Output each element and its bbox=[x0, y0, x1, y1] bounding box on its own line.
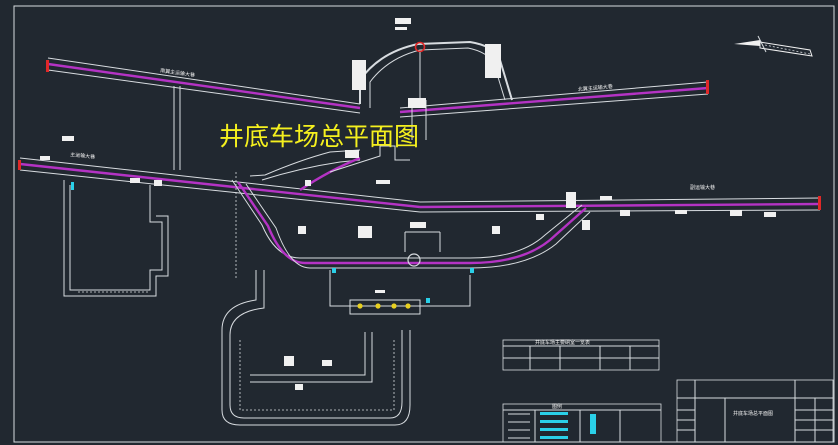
schedule-title: 井底车场主要硐室一览表 bbox=[535, 339, 590, 346]
drawing-title: 井底车场总平面图 bbox=[219, 122, 419, 151]
loading-chamber bbox=[329, 268, 474, 315]
lower-loop bbox=[231, 179, 776, 269]
main-shaft-marker bbox=[414, 41, 426, 53]
roadway-top-left bbox=[47, 57, 361, 114]
label-left-roadway: 主运输大巷 bbox=[70, 151, 96, 161]
roadway-left bbox=[18, 157, 421, 213]
roadway-top-right bbox=[399, 81, 709, 118]
secondary-shaft-marker bbox=[407, 253, 421, 267]
legend-title: 图例 bbox=[552, 403, 562, 410]
legend-table: 图例 bbox=[502, 403, 662, 443]
upper-loop bbox=[352, 18, 513, 140]
roadway-right bbox=[419, 196, 821, 213]
label-top-right-roadway: 北翼主运输大巷 bbox=[578, 83, 613, 93]
label-right-roadway: 副运输大巷 bbox=[690, 184, 715, 191]
bottom-loop bbox=[221, 270, 411, 426]
label-top-left-roadway: 南翼主运输大巷 bbox=[160, 67, 196, 79]
central-branches bbox=[249, 145, 410, 191]
north-arrow-icon bbox=[734, 35, 813, 57]
title-block: 井底车场总平面图 bbox=[676, 379, 834, 443]
chamber-schedule-table: 井底车场主要硐室一览表 bbox=[502, 339, 660, 371]
drawing-border bbox=[13, 5, 835, 443]
left-chamber-complex bbox=[40, 136, 169, 297]
titleblock-drawing-name: 井底车场总平面图 bbox=[733, 410, 773, 417]
